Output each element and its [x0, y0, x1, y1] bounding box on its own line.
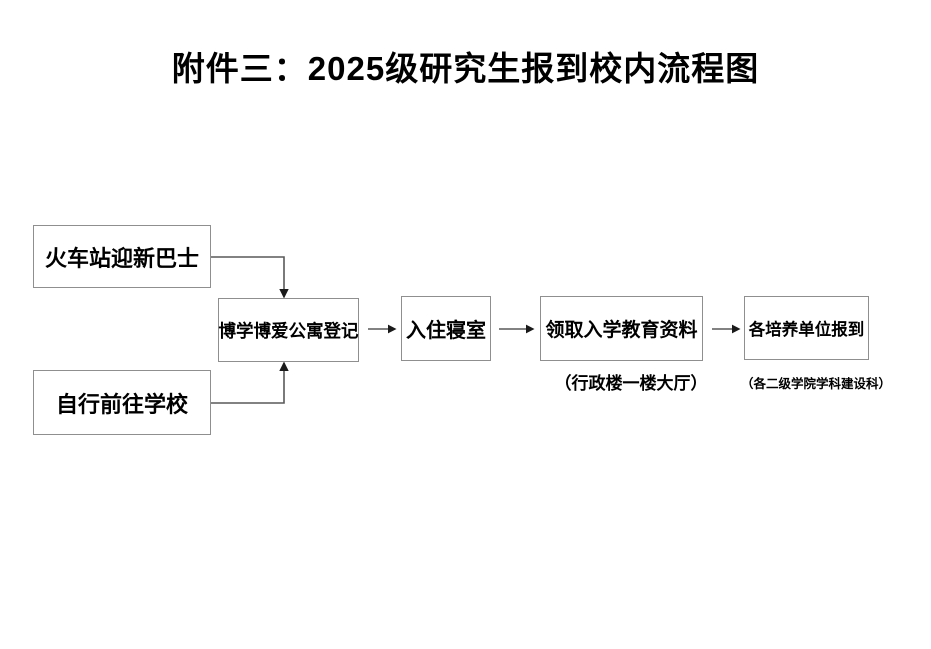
- flow-node-label: 博学博爱公寓登记: [218, 320, 359, 341]
- flow-node-label: 自行前往学校: [55, 391, 188, 417]
- arrowhead-right-icon: [388, 324, 397, 334]
- arrowhead-right-icon: [526, 324, 535, 334]
- edge-self-arrival-to-apartment-line: [210, 371, 285, 404]
- arrowhead-right-icon: [732, 324, 741, 334]
- flow-node-apartment-registration: 博学博爱公寓登记: [218, 298, 359, 362]
- flow-node-train-shuttle: 火车站迎新巴士: [33, 225, 211, 288]
- flow-node-label: 火车站迎新巴士: [44, 245, 199, 271]
- flow-node-education-materials: 领取入学教育资料: [540, 296, 703, 361]
- flow-node-label: 入住寝室: [406, 320, 486, 342]
- flow-node-label: 领取入学教育资料: [545, 320, 698, 341]
- edge-train-shuttle-to-apartment-line: [210, 256, 285, 290]
- arrowhead-up-icon: [279, 361, 289, 371]
- flow-node-self-arrival: 自行前往学校: [33, 370, 211, 435]
- page-title: 附件三：2025级研究生报到校内流程图: [171, 50, 760, 87]
- note-unit-report-location: （各二级学院学科建设科）: [741, 377, 892, 391]
- flow-node-label: 各培养单位报到: [748, 320, 865, 339]
- flow-node-unit-report: 各培养单位报到: [744, 296, 869, 360]
- flow-node-dorm-check-in: 入住寝室: [401, 296, 491, 361]
- note-education-materials-location: （行政楼一楼大厅）: [554, 374, 708, 393]
